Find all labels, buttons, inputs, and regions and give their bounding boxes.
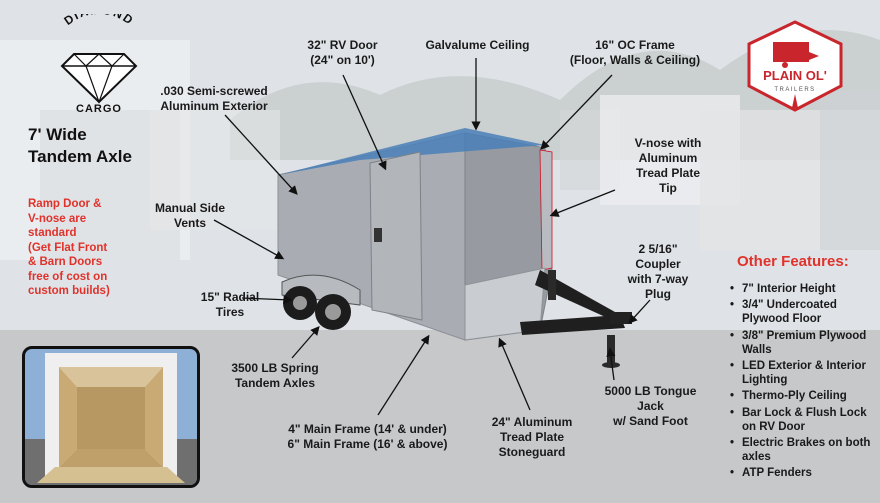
callout-line: 2 5/16" xyxy=(638,242,678,256)
callout-line: V-nose with xyxy=(634,136,702,150)
note-line: Ramp Door & xyxy=(28,198,102,210)
callout-line: Tandem Axles xyxy=(234,376,316,390)
callout-axles: 3500 LB Spring Tandem Axles xyxy=(225,361,325,391)
feature-item: 3/4" Undercoated Plywood Floor xyxy=(728,298,878,326)
callout-jack: 5000 LB Tongue Jack w/ Sand Foot xyxy=(598,384,703,429)
callout-vnose: V-nose with Aluminum Tread Plate Tip xyxy=(618,136,718,196)
brand-name-top: DIAMOND xyxy=(61,14,135,28)
logo-line2: TRAILERS xyxy=(774,87,815,93)
callout-line: 4" Main Frame (14' & under) xyxy=(288,422,447,436)
feature-item: ATP Fenders xyxy=(728,466,878,480)
callout-line: 32" RV Door xyxy=(307,38,378,52)
callout-line: Tread Plate xyxy=(499,430,565,444)
callout-line: Tip xyxy=(659,181,677,195)
callout-line: Stoneguard xyxy=(498,445,566,459)
standard-note: Ramp Door & V-nose are standard (Get Fla… xyxy=(28,197,138,299)
note-line: V-nose are xyxy=(28,212,87,225)
callout-line: Manual Side xyxy=(154,201,225,215)
feature-item: LED Exterior & Interior Lighting xyxy=(728,359,878,387)
callout-rv-door: 32" RV Door (24" on 10') xyxy=(280,38,405,68)
other-features-title: Other Features: xyxy=(737,253,849,270)
callout-line: 5000 LB Tongue xyxy=(604,384,697,398)
callout-ceiling: Galvalume Ceiling xyxy=(415,38,540,53)
callout-line: Aluminum Exterior xyxy=(160,99,268,113)
callout-line: (24" on 10') xyxy=(310,53,375,67)
callout-line: Vents xyxy=(173,216,206,230)
callout-line: 24" Aluminum xyxy=(491,415,573,429)
callout-line: Aluminum xyxy=(638,151,698,165)
callout-line: Tread Plate xyxy=(635,166,701,180)
heading-line2: Tandem Axle xyxy=(28,147,132,166)
note-line: standard xyxy=(28,227,77,239)
diamond-cargo-logo: DIAMOND CARGO xyxy=(60,14,138,114)
callout-line: w/ Sand Foot xyxy=(613,414,688,428)
note-line: & Barn Doors xyxy=(28,256,103,268)
svg-text:DIAMOND: DIAMOND xyxy=(61,14,136,28)
callout-line: .030 Semi-screwed xyxy=(160,84,268,98)
feature-item: 7" Interior Height xyxy=(728,282,878,296)
feature-item: Bar Lock & Flush Lock on RV Door xyxy=(728,406,878,434)
feature-item: Electric Brakes on both axles xyxy=(728,436,878,464)
callout-line: Tires xyxy=(215,305,245,319)
callout-tires: 15" Radial Tires xyxy=(185,290,275,320)
brand-name-bottom: CARGO xyxy=(76,103,122,114)
callout-line: 6" Main Frame (16' & above) xyxy=(287,437,448,451)
callout-line: (Floor, Walls & Ceiling) xyxy=(569,53,701,67)
logo-line1: PLAIN OL' xyxy=(763,68,827,83)
plain-ol-trailers-logo: PLAIN OL' TRAILERS xyxy=(747,20,843,112)
note-line: (Get Flat Front xyxy=(28,241,108,254)
trailer-heading: 7' Wide Tandem Axle xyxy=(28,124,132,168)
feature-item: Thermo-Ply Ceiling xyxy=(728,389,878,403)
callout-exterior: .030 Semi-screwed Aluminum Exterior xyxy=(150,84,278,114)
callout-line: with 7-way xyxy=(627,272,689,286)
interior-photo xyxy=(22,346,200,488)
callout-line: 15" Radial xyxy=(200,290,260,304)
note-line: free of cost on xyxy=(28,270,108,283)
callout-line: Coupler xyxy=(635,257,681,271)
callout-stoneguard: 24" Aluminum Tread Plate Stoneguard xyxy=(482,415,582,460)
callout-line: Jack xyxy=(637,399,664,413)
callout-main-frame: 4" Main Frame (14' & under) 6" Main Fram… xyxy=(280,422,455,452)
note-line: custom builds) xyxy=(28,285,110,297)
callout-line: Galvalume Ceiling xyxy=(425,38,530,52)
other-features-list: 7" Interior Height 3/4" Undercoated Plyw… xyxy=(728,282,878,483)
callout-frame-oc: 16" OC Frame (Floor, Walls & Ceiling) xyxy=(560,38,710,68)
feature-item: 3/8" Premium Plywood Walls xyxy=(728,329,878,357)
callout-line: Plug xyxy=(645,287,671,301)
callout-line: 3500 LB Spring xyxy=(231,361,319,375)
callout-vents: Manual Side Vents xyxy=(145,201,235,231)
callout-coupler: 2 5/16" Coupler with 7-way Plug xyxy=(618,242,698,302)
interior-illustration xyxy=(25,349,197,485)
heading-line1: 7' Wide xyxy=(28,125,87,144)
callout-line: 16" OC Frame xyxy=(595,38,675,52)
